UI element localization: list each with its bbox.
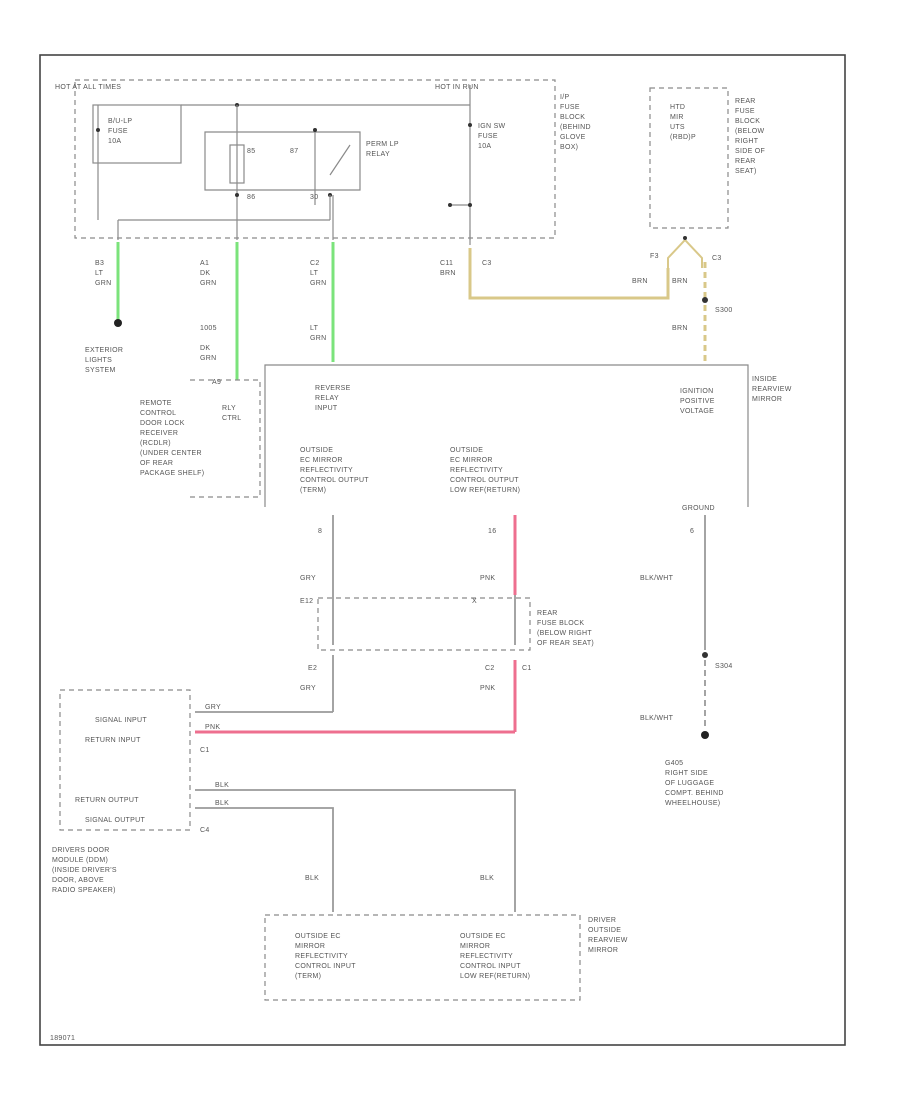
pin-16-label: 16 xyxy=(488,528,496,535)
wire-c3b-label: C3 xyxy=(712,255,722,262)
ddm-gry-label: GRY xyxy=(205,704,221,711)
backup-fuse xyxy=(92,104,182,164)
pin-6-label: 6 xyxy=(690,528,694,535)
diagram-code: 189071 xyxy=(50,1035,75,1042)
relay-pin-86: 86 xyxy=(247,194,255,201)
relay-coil xyxy=(229,144,245,184)
exterior-lights-ground xyxy=(114,319,122,327)
splice-s304-node xyxy=(702,652,708,658)
return-input-label: RETURN INPUT xyxy=(85,737,141,744)
hot-in-run-label: HOT IN RUN xyxy=(435,84,479,91)
wire-1005-label: 1005 xyxy=(200,325,217,332)
relay-node-1 xyxy=(313,128,317,132)
x-label-1: X xyxy=(472,598,477,605)
jumper-node xyxy=(683,236,687,240)
driver-outside-mirror-outline xyxy=(264,914,581,1001)
ground-term-label: GROUND xyxy=(682,505,715,512)
c1b-label: C1 xyxy=(200,747,210,754)
blk-label-1: BLK xyxy=(305,875,319,882)
wire-f3-label: F3 xyxy=(650,253,659,260)
blk-label-2: BLK xyxy=(480,875,494,882)
diagram-frame xyxy=(39,54,846,1046)
pnk-label-1: PNK xyxy=(480,575,495,582)
wire-ddm-blk-1 xyxy=(195,789,516,912)
splice-s300-label: S300 xyxy=(715,307,733,314)
relay-node-2 xyxy=(235,193,239,197)
ddm-pnk-label: PNK xyxy=(205,724,220,731)
e2-label: E2 xyxy=(308,665,317,672)
relay-pin-85: 85 xyxy=(247,148,255,155)
ign-branch-node-1 xyxy=(448,203,452,207)
blk-wht-label-2: BLK/WHT xyxy=(640,715,674,722)
hot-at-all-times-label: HOT AT ALL TIMES xyxy=(55,84,121,91)
wire-brn-label-3: BRN xyxy=(672,325,688,332)
c4-label: C4 xyxy=(200,827,210,834)
relay-pin-87: 87 xyxy=(290,148,298,155)
pin-a9-label: A9 xyxy=(212,379,221,386)
wire-ddm-blk-2 xyxy=(195,807,334,912)
wire-c11-brn xyxy=(468,248,670,300)
rear-fuse-block-outline xyxy=(649,87,729,229)
pnk-label-2: PNK xyxy=(480,685,495,692)
wire-brn-label-1: BRN xyxy=(632,278,648,285)
ground-g405 xyxy=(701,731,709,739)
return-output-label: RETURN OUTPUT xyxy=(75,797,139,804)
splice-s304-label: S304 xyxy=(715,663,733,670)
c2-label: C2 xyxy=(485,665,495,672)
wire-c3-label: C3 xyxy=(482,260,492,267)
c1-label: C1 xyxy=(522,665,532,672)
rear-fuse-block-2-outline xyxy=(317,597,531,651)
rcdlr-outline xyxy=(190,379,261,498)
ign-branch-node-2 xyxy=(468,203,472,207)
ddm-outline xyxy=(59,689,191,831)
gry-label-2: GRY xyxy=(300,685,316,692)
gry-label-1: GRY xyxy=(300,575,316,582)
relay-pin-30: 30 xyxy=(310,194,318,201)
ign-fuse-node xyxy=(468,123,472,127)
pin-8-label: 8 xyxy=(318,528,322,535)
blk-wht-label-1: BLK/WHT xyxy=(640,575,674,582)
wire-brn-label-2: BRN xyxy=(672,278,688,285)
relay-switch-arm xyxy=(329,144,351,176)
underhood-fuse-block-outline xyxy=(74,79,556,239)
signal-input-label: SIGNAL INPUT xyxy=(95,717,147,724)
ddm-blk-label-1: BLK xyxy=(215,782,229,789)
ddm-blk-label-2: BLK xyxy=(215,800,229,807)
signal-output-label: SIGNAL OUTPUT xyxy=(85,817,145,824)
splice-s300-node xyxy=(702,297,708,303)
perm-lp-relay-outline xyxy=(204,131,361,191)
inside-mirror-outline xyxy=(264,364,749,507)
rear-fuse-jumper xyxy=(667,238,703,268)
backup-fuse-node xyxy=(96,128,100,132)
e2-label-1: E12 xyxy=(300,598,313,605)
